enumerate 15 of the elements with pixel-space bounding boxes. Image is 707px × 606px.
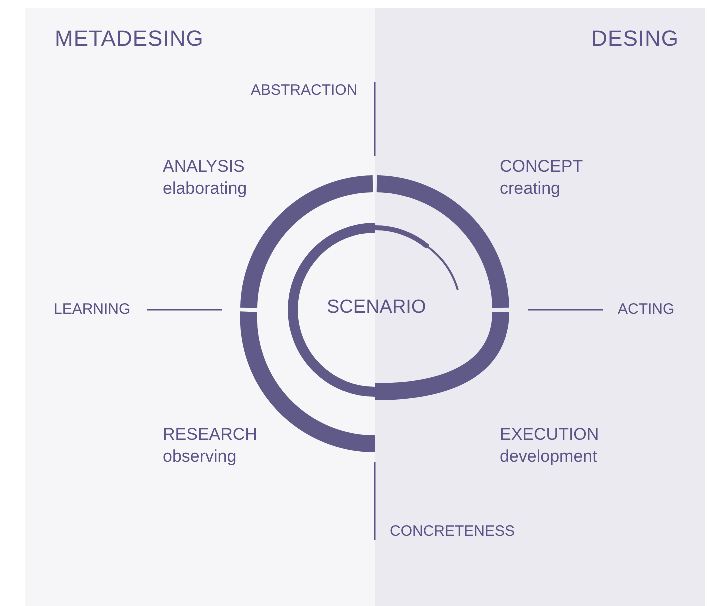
phase-title: ANALYSIS — [163, 158, 245, 176]
phase-title: CONCEPT — [500, 158, 584, 176]
axis-label: ACTING — [618, 301, 675, 319]
axis-label: ABSTRACTION — [251, 82, 358, 100]
phase-subtitle: creating — [500, 180, 560, 198]
phase-subtitle: observing — [163, 448, 237, 466]
axis-label: CONCRETENESS — [390, 523, 516, 541]
center-label: SCENARIO — [327, 299, 426, 317]
phase-subtitle: elaborating — [163, 180, 248, 198]
phase-subtitle: development — [500, 448, 598, 466]
panel-title: DESING — [592, 26, 679, 52]
axis-label: LEARNING — [54, 301, 131, 319]
phase-title: EXECUTION — [500, 426, 600, 444]
panel-title: METADESING — [55, 26, 204, 52]
phase-title: RESEARCH — [163, 426, 258, 444]
